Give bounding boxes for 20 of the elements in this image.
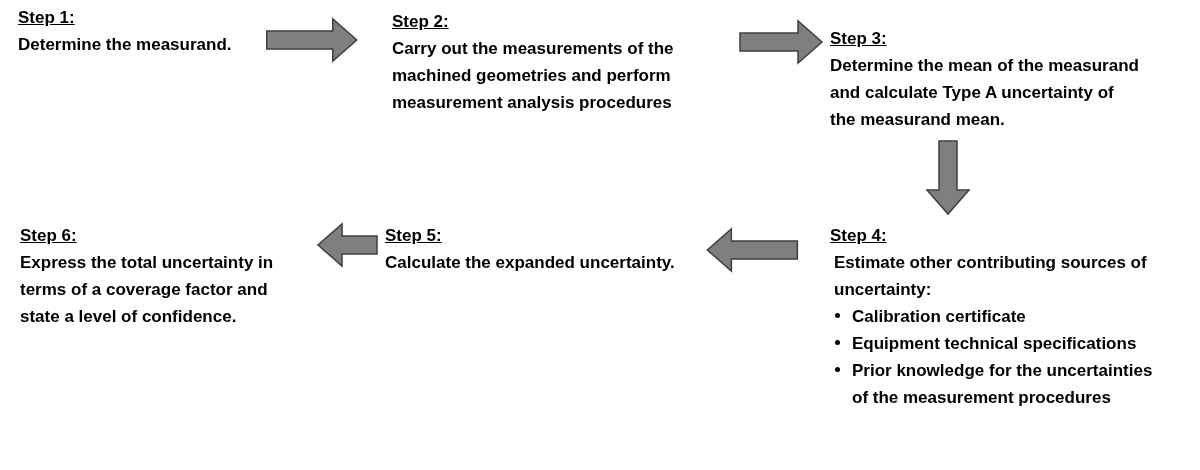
step-heading: Step 6: (20, 225, 77, 247)
step-description: Determine the measurand. (18, 34, 232, 56)
step-description: Calculate the expanded uncertainty. (385, 252, 675, 274)
step-description: Express the total uncertainty in terms of a coverage factor and state a level of confidence. (20, 252, 275, 328)
block-arrow (316, 222, 378, 268)
block-arrow (739, 19, 824, 65)
block-arrow (706, 227, 799, 273)
block-arrow (925, 140, 971, 216)
step-description: Determine the mean of the measurand and calculate Type A uncertainty of the measurand mean. (830, 55, 1140, 131)
step-description: Carry out the measurements of the machined geometries and perform measurement analysis procedures (392, 38, 675, 114)
step-heading: Step 5: (385, 225, 442, 247)
step-heading: Step 1: (18, 7, 75, 29)
step-heading: Step 4: (830, 225, 887, 247)
bullet-item: Calibration certificate (830, 303, 1155, 330)
step-heading: Step 3: (830, 28, 887, 50)
bullet-item: Equipment technical specifications (830, 330, 1155, 357)
step-heading: Step 2: (392, 11, 449, 33)
bullet-item: Prior knowledge for the uncertainties of the measurement procedures (830, 357, 1155, 411)
step-description: Estimate other contributing sources of uncertainty: (833, 252, 1148, 301)
block-arrow (266, 17, 358, 63)
